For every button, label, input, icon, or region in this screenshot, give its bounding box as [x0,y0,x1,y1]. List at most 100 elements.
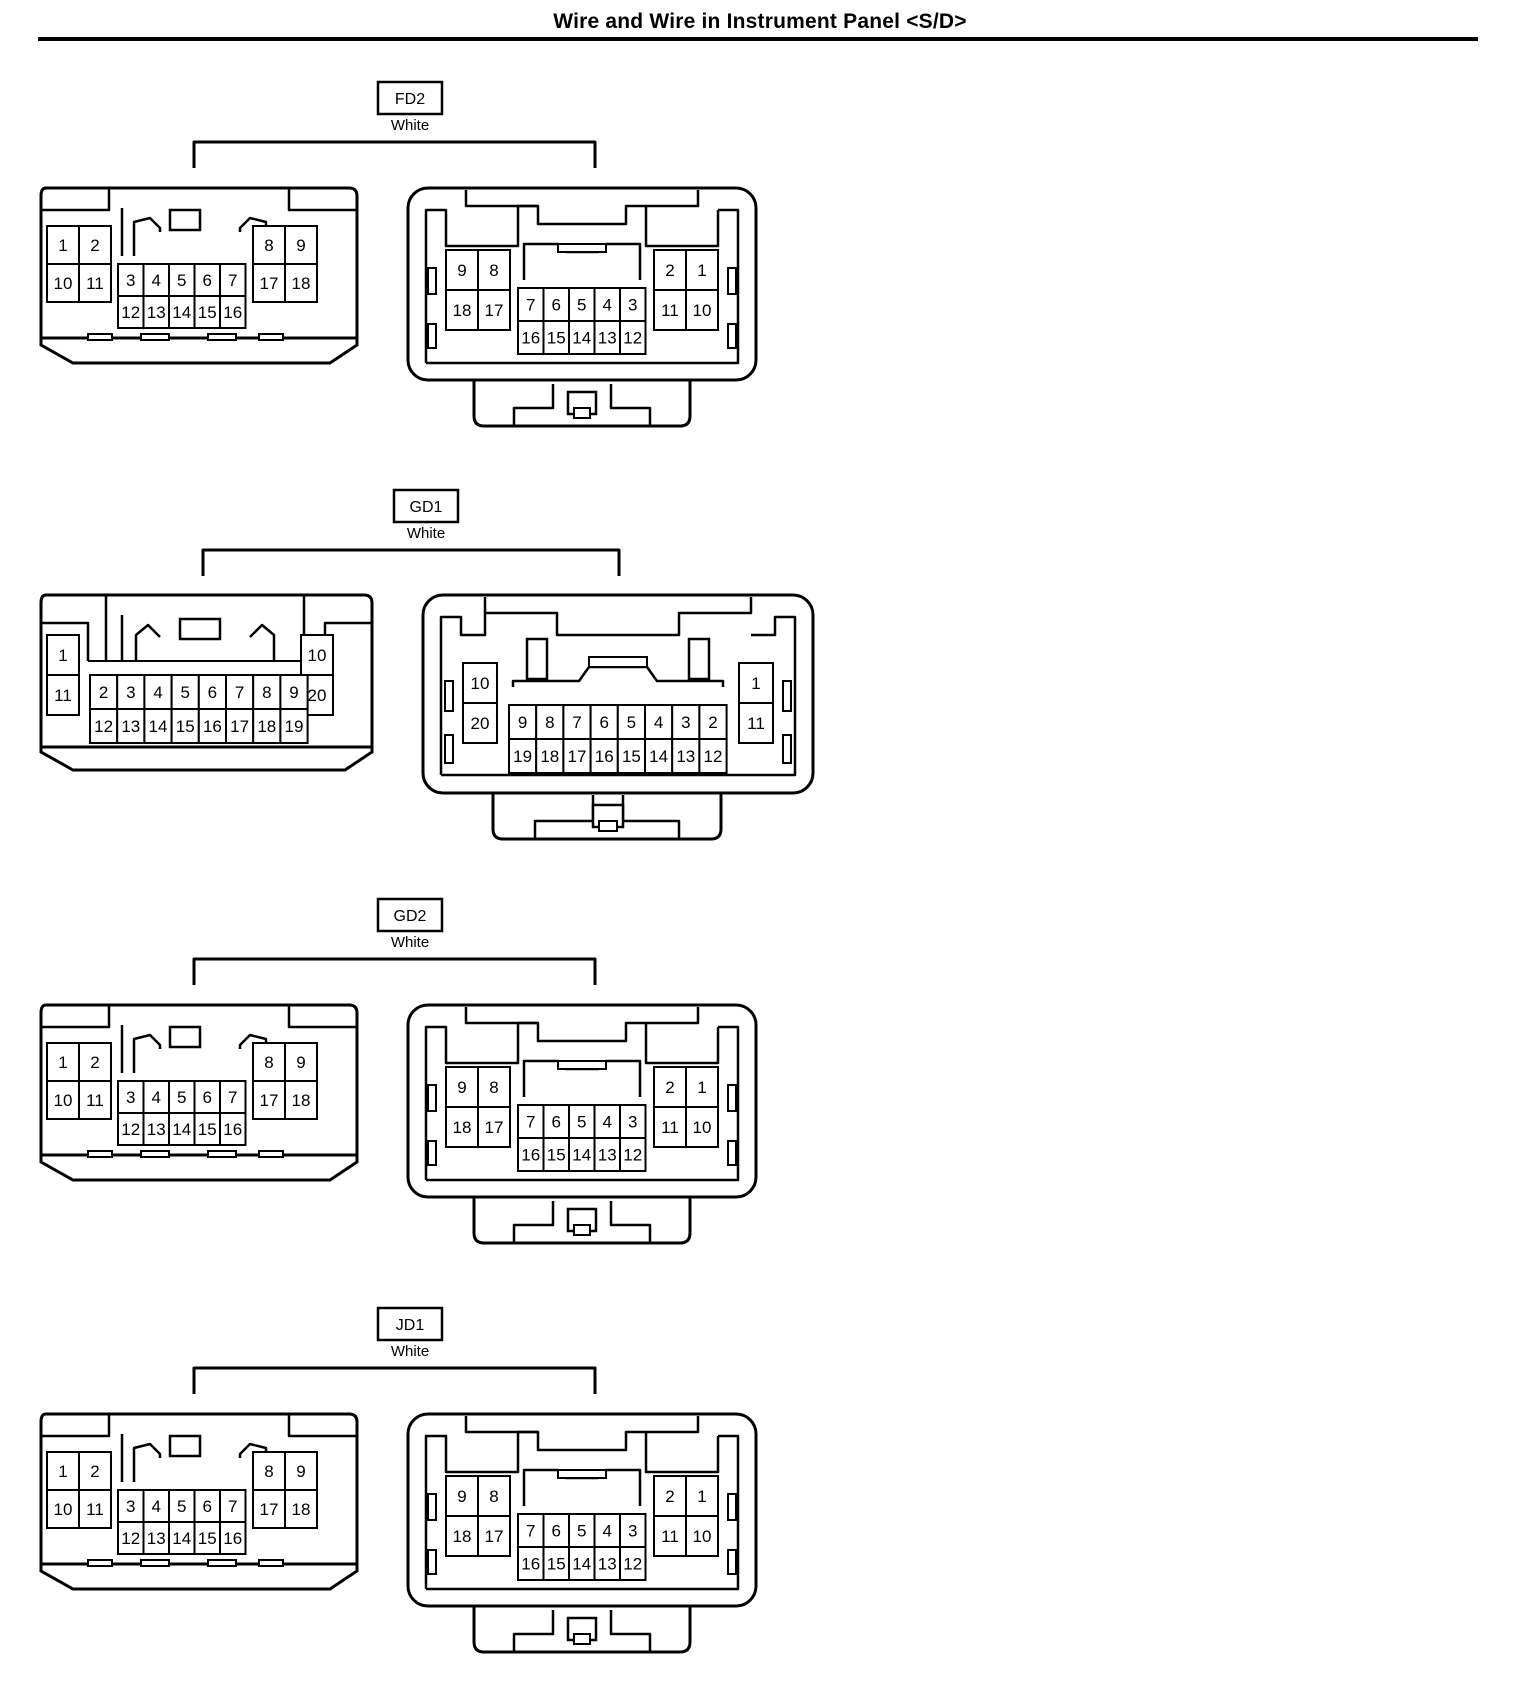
pin-label: 13 [147,1120,166,1139]
pin-label: 5 [627,713,636,732]
pin-label: 1 [58,1462,67,1481]
pin-label: 17 [485,1527,504,1546]
pin-label: 3 [628,1113,637,1132]
pin-label: 9 [457,1078,466,1097]
pin-label: 17 [260,1091,279,1110]
pin-label: 12 [121,1120,140,1139]
pin-label: 1 [697,261,706,280]
pin-label: 11 [86,1500,104,1519]
connector-id-label: JD1 [396,1317,425,1334]
pin-label: 5 [577,296,586,315]
pin-label: 8 [489,1487,498,1506]
pin-label: 14 [572,1555,591,1574]
pin-label: 8 [489,1078,498,1097]
connector-color-label: White [391,1343,429,1360]
pin-label: 7 [228,1088,237,1107]
pin-label: 12 [704,747,723,766]
pin-label: 18 [292,274,311,293]
pin-label: 16 [223,303,242,322]
pin-label: 16 [595,747,614,766]
pin-label: 17 [568,747,587,766]
pin-label: 5 [177,1088,186,1107]
connector-id-label: GD2 [394,908,427,925]
pin-label: 2 [665,1487,674,1506]
pin-label: 11 [661,1527,679,1546]
connector-color-label: White [391,117,429,134]
pin-label: 2 [708,713,717,732]
pin-label: 5 [177,271,186,290]
pin-label: 16 [521,329,540,348]
pin-label: 5 [577,1522,586,1541]
pin-label: 9 [518,713,527,732]
pin-label: 17 [485,301,504,320]
pin-label: 20 [308,686,327,705]
pin-label: 5 [177,1497,186,1516]
pin-label: 8 [264,1053,273,1072]
pin-label: 14 [172,1120,191,1139]
pin-label: 12 [623,1146,642,1165]
pin-label: 9 [296,236,305,255]
pin-label: 14 [149,717,168,736]
pin-label: 4 [603,1522,612,1541]
pin-label: 3 [126,271,135,290]
pin-label: 16 [521,1146,540,1165]
pin-label: 1 [751,674,760,693]
pin-label: 19 [285,717,304,736]
pin-label: 14 [172,303,191,322]
pin-label: 11 [86,1091,104,1110]
pin-label: 6 [203,1497,212,1516]
pin-label: 17 [485,1118,504,1137]
connector-color-label: White [407,525,445,542]
pin-label: 4 [152,1497,161,1516]
pin-label: 16 [223,1120,242,1139]
pin-label: 13 [676,747,695,766]
pin-label: 15 [198,303,217,322]
pin-label: 5 [180,683,189,702]
pin-label: 18 [257,717,276,736]
pin-label: 6 [203,1088,212,1107]
pin-label: 10 [693,1118,712,1137]
pin-label: 10 [54,274,73,293]
pin-label: 13 [598,1555,617,1574]
pin-label: 12 [121,303,140,322]
pin-label: 2 [90,236,99,255]
pin-label: 1 [58,646,67,665]
pin-label: 4 [654,713,663,732]
pin-label: 16 [203,717,222,736]
pin-label: 15 [547,1146,566,1165]
pin-label: 12 [623,329,642,348]
pin-label: 5 [577,1113,586,1132]
pin-label: 11 [661,1118,679,1137]
pin-label: 2 [665,261,674,280]
pin-label: 10 [308,646,327,665]
connector-color-label: White [391,934,429,951]
pin-label: 15 [198,1120,217,1139]
pin-label: 4 [603,296,612,315]
pin-label: 18 [540,747,559,766]
pin-label: 9 [289,683,298,702]
pin-label: 6 [203,271,212,290]
pin-label: 4 [152,1088,161,1107]
title-rule [38,37,1478,41]
pin-label: 1 [58,236,67,255]
pin-label: 16 [223,1529,242,1548]
pin-label: 7 [228,1497,237,1516]
pin-label: 10 [693,301,712,320]
pin-label: 6 [208,683,217,702]
pin-label: 18 [453,1118,472,1137]
pin-label: 3 [628,296,637,315]
pin-label: 8 [264,1462,273,1481]
pin-label: 8 [489,261,498,280]
pin-label: 10 [54,1091,73,1110]
pin-label: 7 [235,683,244,702]
pin-label: 15 [547,1555,566,1574]
